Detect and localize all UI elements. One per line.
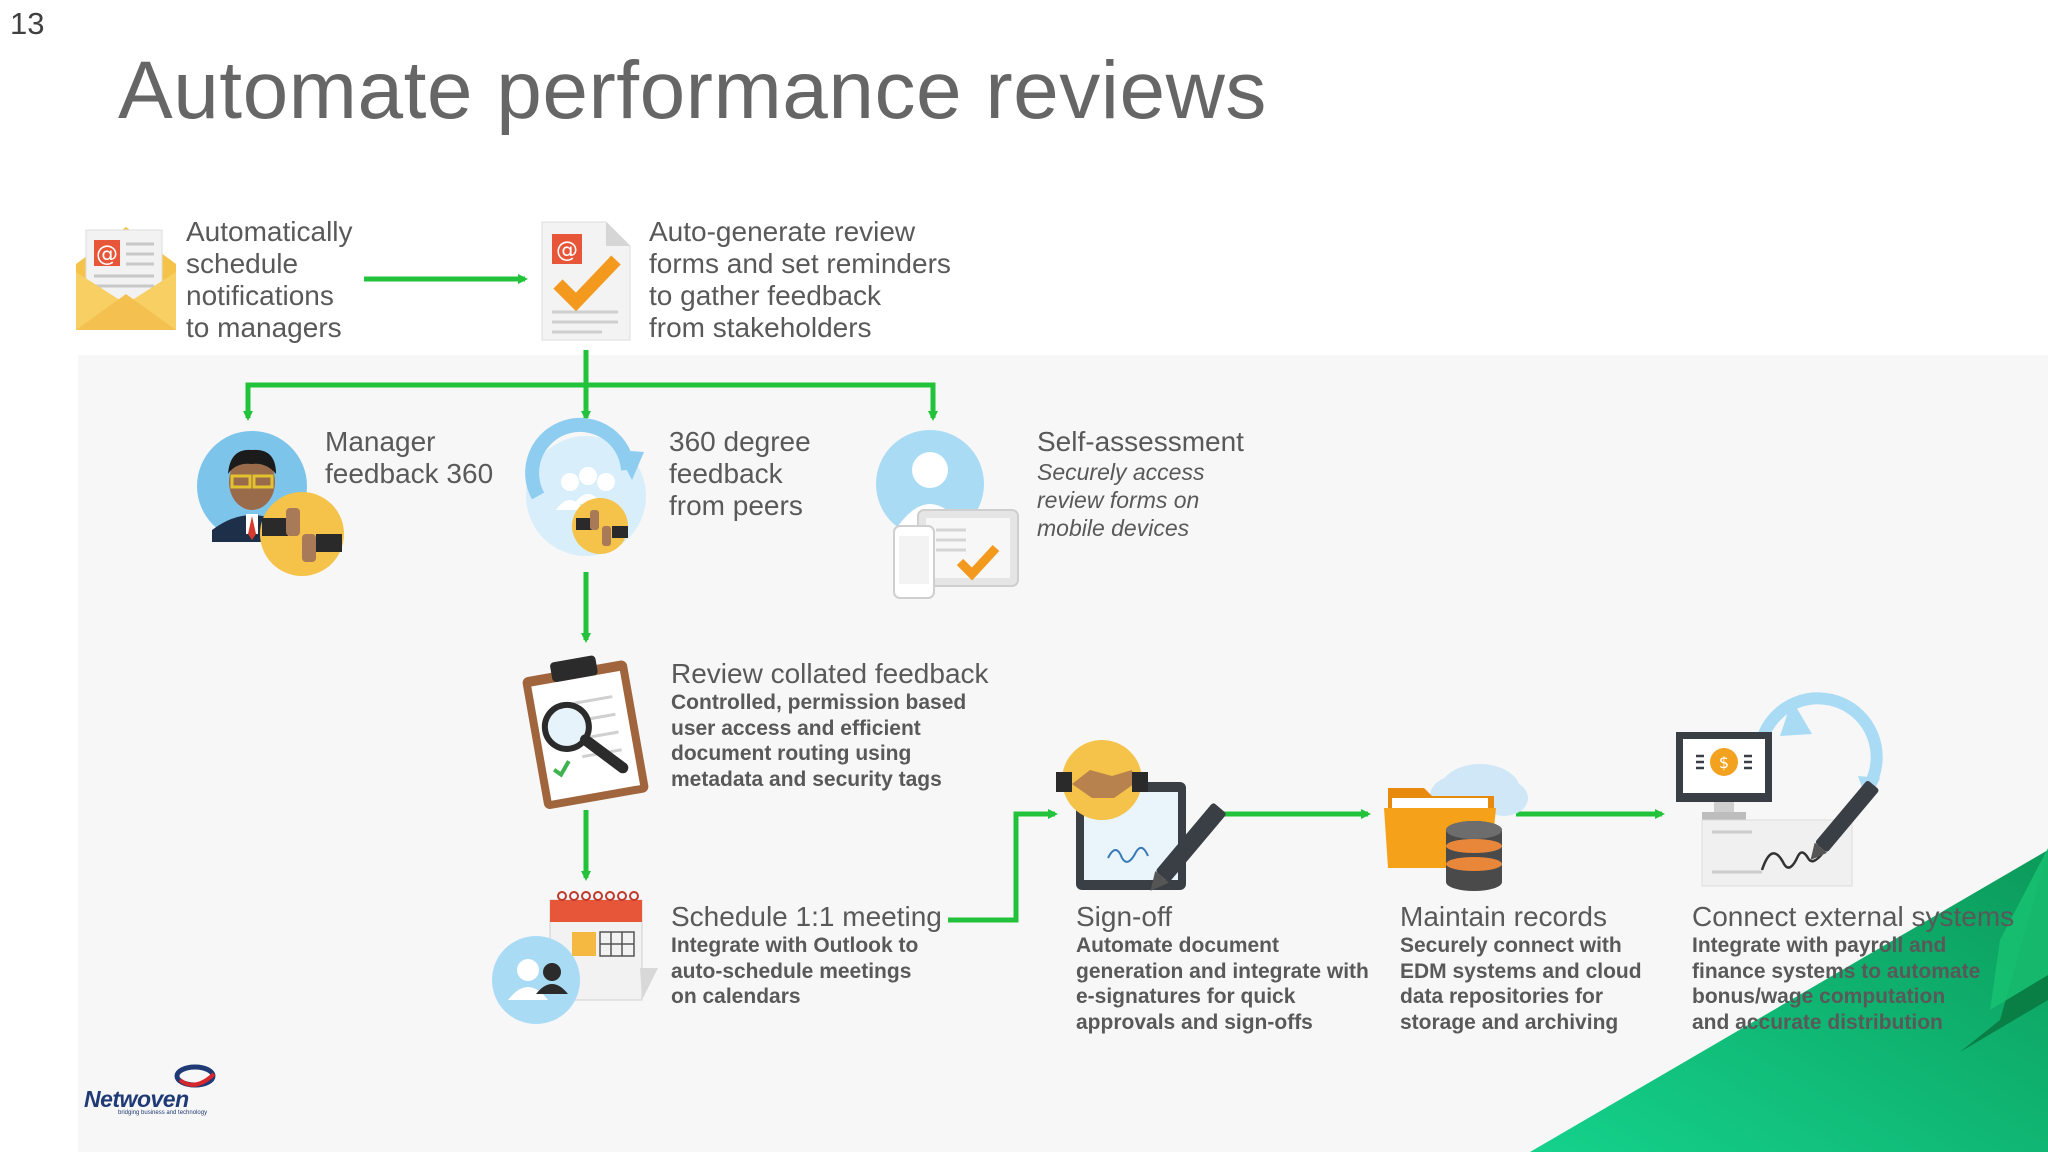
peer-feedback-icon: [525, 417, 646, 556]
monitor-payment-icon: $: [1676, 692, 1883, 887]
text-line: EDM systems and cloud: [1400, 959, 1642, 983]
text-line: document routing using: [671, 742, 912, 765]
arrow-meeting-to-signoff: [948, 809, 1058, 923]
text-line: bonus/wage computation: [1692, 985, 1946, 1008]
text-line: from stakeholders: [649, 312, 872, 343]
logo-mark-icon: [174, 1064, 216, 1088]
text-line: Integrate with payroll and: [1692, 934, 1947, 957]
text-line: to managers: [186, 312, 342, 343]
text-line: generation and integrate with: [1076, 959, 1369, 983]
text-line: auto-schedule meetings: [671, 959, 912, 983]
text-line: notifications: [186, 280, 334, 311]
text-line: Automatically: [186, 216, 353, 247]
step-heading: Maintain records: [1400, 901, 1607, 932]
text-line: and accurate distribution: [1692, 1010, 1943, 1034]
form-check-icon: @: [541, 221, 631, 341]
text-line: Integrate with Outlook to: [671, 934, 919, 957]
step-heading: Sign-off: [1076, 901, 1172, 932]
step-peer-feedback: 360 degree feedback from peers: [669, 426, 811, 522]
calendar-meeting-icon: [492, 891, 658, 1024]
step-heading: Connect external systems: [1692, 901, 2015, 932]
text-line: finance systems to automate: [1692, 959, 1981, 983]
slide-number: 13: [10, 6, 45, 41]
text-line: Automate document: [1076, 934, 1280, 957]
text-line: on calendars: [671, 985, 801, 1008]
text-line: e-signatures for quick: [1076, 985, 1296, 1008]
text-line: forms and set reminders: [649, 248, 951, 279]
step-sign-off: Sign-off Automate document generation an…: [1076, 901, 1369, 1035]
step-heading: Schedule 1:1 meeting: [671, 901, 942, 932]
svg-text:$: $: [1719, 753, 1729, 772]
text-line: Manager: [325, 426, 436, 457]
text-line: review forms on: [1037, 487, 1200, 513]
logo-wordmark: Netwoven: [84, 1086, 189, 1112]
text-line: to gather feedback: [649, 280, 881, 311]
arrow-branch-right: [586, 382, 938, 421]
text-line: approvals and sign-offs: [1076, 1010, 1313, 1034]
text-line: 360 degree: [669, 426, 811, 457]
text-line: metadata and security tags: [671, 767, 942, 791]
handshake-tablet-icon: [1056, 740, 1226, 891]
folder-database-icon: [1384, 764, 1528, 891]
text-line: from peers: [669, 490, 803, 521]
step-auto-generate: Auto-generate review forms and set remin…: [649, 216, 951, 344]
step-review-collated: Review collated feedback Controlled, per…: [671, 658, 989, 792]
text-line: Securely access: [1037, 459, 1205, 485]
text-line: Controlled, permission based: [671, 691, 967, 714]
text-line: feedback 360: [325, 458, 494, 489]
step-heading: Review collated feedback: [671, 658, 989, 689]
text-line: storage and archiving: [1400, 1010, 1619, 1034]
clipboard-magnifier-icon: [522, 655, 649, 810]
step-maintain-records: Maintain records Securely connect with E…: [1400, 901, 1642, 1035]
step-heading: Self-assessment: [1037, 426, 1244, 457]
page-title: Automate performance reviews: [118, 45, 1267, 136]
text-line: schedule: [186, 248, 299, 279]
step-self-assessment: Self-assessment Securely access review f…: [1037, 426, 1244, 542]
svg-text:@: @: [556, 238, 578, 263]
step-manager-feedback: Manager feedback 360: [325, 426, 493, 490]
text-line: user access and efficient: [671, 716, 921, 740]
step-connect-systems: Connect external systems Integrate with …: [1692, 901, 2014, 1035]
arrow-branch-left: [243, 382, 586, 421]
text-line: feedback: [669, 458, 783, 489]
step-schedule-meeting: Schedule 1:1 meeting Integrate with Outl…: [671, 901, 942, 1010]
envelope-icon: @: [76, 227, 176, 330]
text-line: mobile devices: [1037, 515, 1190, 541]
svg-text:@: @: [96, 242, 118, 267]
text-line: Auto-generate review: [649, 216, 916, 247]
step-schedule-notifications: Automatically schedule notifications to …: [186, 216, 353, 344]
logo-tagline: bridging business and technology: [118, 1110, 208, 1116]
mobile-devices-icon: [876, 430, 1019, 599]
text-line: data repositories for: [1400, 985, 1604, 1008]
text-line: Securely connect with: [1400, 934, 1622, 957]
manager-icon: [197, 431, 344, 576]
